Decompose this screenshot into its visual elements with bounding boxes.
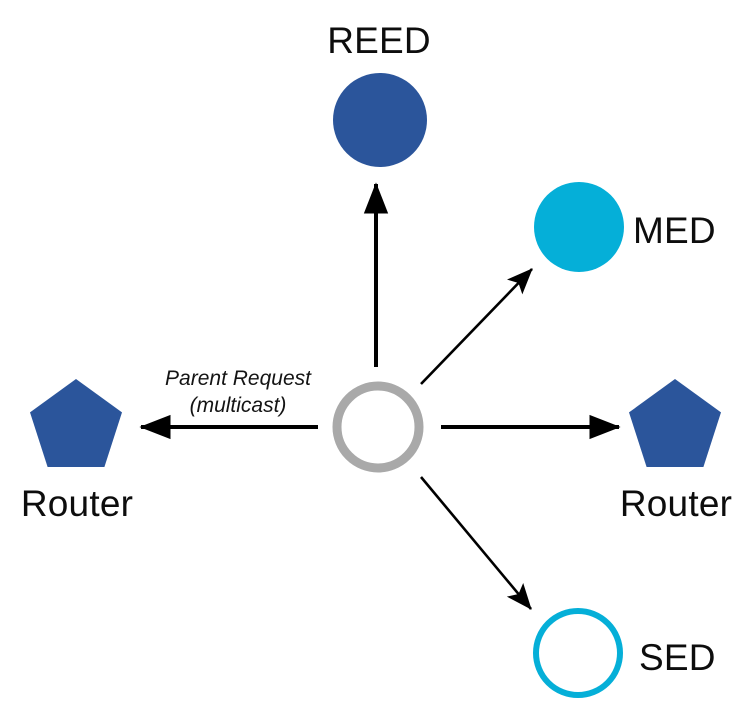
edge-center-to-med <box>420 268 533 385</box>
router-right-pentagon-icon[interactable] <box>629 379 721 467</box>
node-center-joiner[interactable] <box>332 381 424 473</box>
sed-circle-icon[interactable] <box>533 608 623 698</box>
node-reed[interactable]: REED <box>327 20 431 167</box>
parent-request-label: Parent Request (multicast) <box>165 367 312 417</box>
reed-label: REED <box>327 20 431 61</box>
node-sed[interactable]: SED <box>533 608 716 698</box>
parent-request-label-line-2: (multicast) <box>190 394 287 417</box>
med-label: MED <box>633 210 716 251</box>
edges-layer <box>139 182 621 610</box>
router-left-label: Router <box>21 483 133 524</box>
reed-circle-icon[interactable] <box>333 73 427 167</box>
sed-label: SED <box>639 637 716 678</box>
node-router-left[interactable]: Router <box>21 379 133 524</box>
router-left-pentagon-icon[interactable] <box>30 379 122 467</box>
edge-center-to-sed <box>420 476 532 610</box>
node-med[interactable]: MED <box>534 182 716 272</box>
center-joiner-circle-icon[interactable] <box>332 381 424 473</box>
parent-request-label-line-1: Parent Request <box>165 367 312 390</box>
med-circle-icon[interactable] <box>534 182 624 272</box>
node-router-right[interactable]: Router <box>620 379 732 524</box>
router-right-label: Router <box>620 483 732 524</box>
